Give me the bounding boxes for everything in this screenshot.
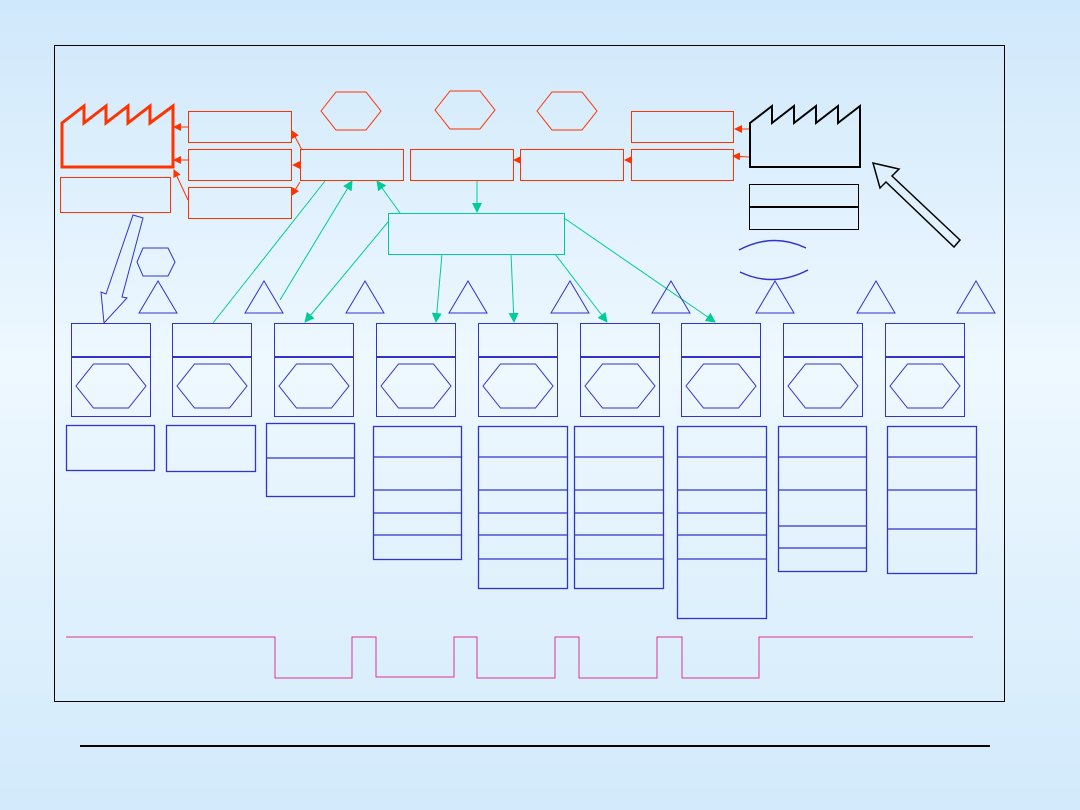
kaizen-burst-icon	[889, 363, 961, 409]
schedule-box	[188, 149, 292, 181]
process-box	[885, 323, 965, 417]
process-box	[71, 323, 151, 417]
information-flow-line	[376, 180, 401, 214]
shipment-arrow-icon	[871, 161, 962, 249]
supplier-factory-icon	[749, 103, 861, 168]
schedule-box	[631, 149, 734, 181]
data-box	[65, 424, 156, 472]
inventory-triangle-icon	[345, 280, 385, 314]
process-box	[172, 323, 252, 417]
information-flow-line	[212, 180, 326, 324]
schedule-box	[300, 149, 404, 181]
kaizen-burst-icon	[434, 90, 496, 130]
process-box	[580, 323, 660, 417]
data-box	[886, 425, 978, 575]
information-flow-line	[563, 217, 716, 323]
data-box	[477, 425, 569, 590]
kaizen-burst-icon	[380, 363, 452, 409]
supplier-data-box	[749, 207, 859, 230]
data-box	[777, 425, 868, 573]
flow-arrow	[732, 152, 750, 161]
kaizen-burst-icon	[787, 363, 859, 409]
customer-factory-icon	[60, 102, 175, 169]
schedule-box	[631, 111, 734, 143]
kaizen-burst-icon	[75, 363, 147, 409]
kaizen-burst-icon	[320, 91, 382, 131]
flow-arrow	[291, 181, 301, 196]
process-box	[478, 323, 558, 417]
process-box	[274, 323, 354, 417]
kaizen-burst-icon	[482, 363, 554, 409]
inventory-triangle-icon	[138, 280, 178, 314]
data-box	[676, 425, 768, 620]
inventory-triangle-icon	[448, 280, 488, 314]
kaizen-burst-icon	[278, 363, 350, 409]
go-see-icon	[739, 269, 809, 281]
kaizen-burst-icon	[685, 363, 757, 409]
process-box	[681, 323, 761, 417]
flow-arrow	[291, 130, 303, 151]
inventory-triangle-icon	[244, 280, 284, 314]
data-box	[265, 422, 356, 498]
schedule-box	[188, 187, 292, 219]
schedule-box	[410, 149, 514, 181]
process-box	[783, 323, 863, 417]
kaizen-burst-icon	[584, 363, 656, 409]
timeline	[66, 636, 973, 679]
information-flow-line	[431, 253, 443, 323]
supplier-data-box	[749, 184, 859, 207]
inventory-triangle-icon	[550, 280, 590, 314]
information-flow-line	[304, 221, 389, 323]
frame	[54, 45, 1005, 702]
production-control-box	[388, 213, 565, 255]
inventory-triangle-icon	[651, 280, 691, 314]
data-box	[372, 425, 463, 561]
kaizen-burst-icon	[136, 247, 176, 277]
kaizen-burst-icon	[176, 363, 248, 409]
flow-arrow	[173, 169, 189, 201]
process-box	[376, 323, 456, 417]
information-flow-line	[508, 253, 519, 323]
inventory-triangle-icon	[956, 280, 996, 314]
data-box	[573, 425, 665, 590]
information-flow-line	[279, 180, 353, 301]
schedule-box	[188, 111, 292, 143]
customer-data-box	[60, 177, 171, 213]
go-see-icon	[738, 239, 807, 251]
data-box	[165, 424, 257, 473]
information-flow-line	[554, 253, 608, 323]
schedule-box	[520, 149, 624, 181]
inventory-triangle-icon	[856, 280, 896, 314]
inventory-triangle-icon	[755, 280, 795, 314]
kaizen-burst-icon	[536, 91, 598, 131]
push-arrow-icon	[100, 214, 144, 325]
